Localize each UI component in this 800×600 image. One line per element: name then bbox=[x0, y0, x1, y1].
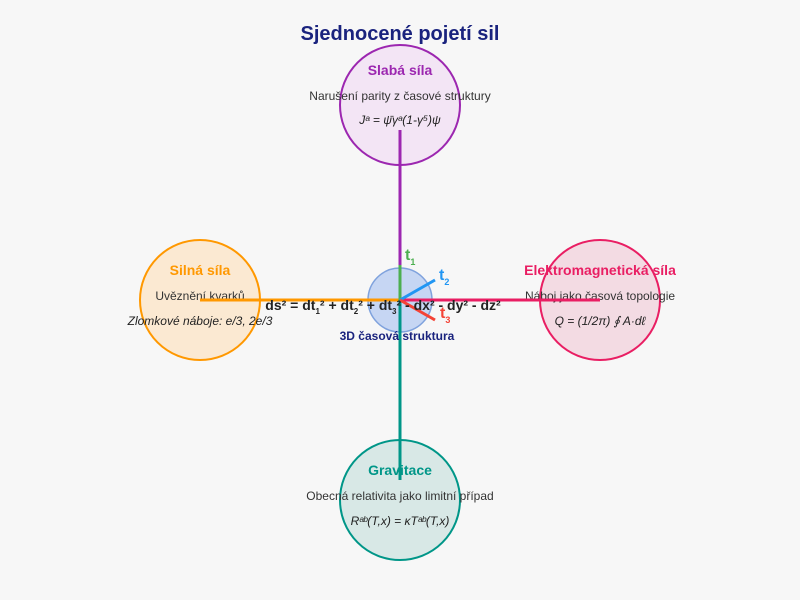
t2-axis bbox=[399, 278, 436, 302]
t1-label: t1 bbox=[405, 247, 415, 267]
strong-force-name: Silná síla bbox=[170, 262, 231, 278]
t2-label: t2 bbox=[439, 267, 449, 287]
weak-force-equation: Jᵃ = ψ̄γᵃ(1-γ⁵)ψ bbox=[358, 113, 441, 127]
t3-axis bbox=[399, 298, 436, 322]
time-structure-label: 3D časová struktura bbox=[340, 329, 455, 343]
weak-force-desc: Narušení parity z časové struktury bbox=[309, 89, 490, 103]
strong-force-node: Silná síla Uvěznění kvarků Zlomkové nábo… bbox=[127, 239, 273, 361]
gravity-desc: Obecná relativita jako limitní případ bbox=[306, 489, 493, 503]
metric-equation: ds² = dt1² + dt2² + dt3² - dx² - dy² - d… bbox=[265, 297, 501, 316]
weak-force-name: Slabá síla bbox=[368, 62, 433, 78]
strong-force-equation: Zlomkové náboje: e/3, 2e/3 bbox=[127, 314, 273, 328]
em-force-equation: Q = (1/2π) ∮ A·dℓ bbox=[555, 314, 647, 328]
em-force-name: Elektromagnetická síla bbox=[524, 262, 676, 278]
gravity-equation: Rᵃᵇ(T,x) = κTᵃᵇ(T,x) bbox=[351, 514, 450, 528]
gravity-node: Gravitace Obecná relativita jako limitní… bbox=[306, 439, 494, 561]
weak-force-node: Slabá síla Narušení parity z časové stru… bbox=[309, 44, 491, 166]
page-title: Sjednocené pojetí sil bbox=[301, 23, 500, 45]
t3-label: t3 bbox=[440, 305, 450, 325]
